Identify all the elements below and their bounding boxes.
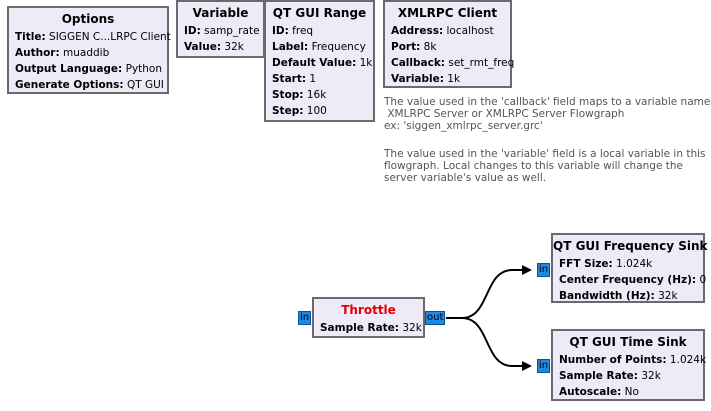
qt-gui-frequency-sink-block[interactable]: QT GUI Frequency Sink FFT Size: 1.024k C… [551, 233, 708, 303]
block-title: XMLRPC Client [397, 6, 498, 20]
throttle-in-port[interactable]: in [298, 311, 312, 325]
param-row: Value: 32k [184, 41, 244, 53]
param-row: ID: samp_rate [184, 25, 260, 37]
param-row: Default Value: 1k [272, 57, 373, 69]
wire-throttle-to-time-sink [446, 317, 532, 371]
param-row: Bandwidth (Hz): 32k [559, 290, 678, 302]
time-sink-in-port[interactable]: in [537, 359, 551, 373]
variable-note: The value used in the 'variable' field i… [384, 148, 706, 184]
block-title: Throttle [341, 303, 396, 317]
param-row: Center Frequency (Hz): 0 [559, 274, 707, 286]
block-title: QT GUI Frequency Sink [553, 239, 708, 253]
param-row: FFT Size: 1.024k [559, 258, 653, 270]
freq-sink-in-port[interactable]: in [537, 263, 551, 277]
param-row: Sample Rate: 32k [320, 322, 422, 334]
block-title: QT GUI Range [272, 6, 367, 20]
param-row: Start: 1 [272, 73, 317, 85]
param-row: Variable: 1k [391, 73, 461, 85]
param-row: Port: 8k [391, 41, 437, 53]
param-row: Author: muaddib [15, 47, 110, 59]
param-row: Title: SIGGEN C...LRPC Client [15, 31, 171, 43]
param-row: Step: 100 [272, 105, 327, 117]
param-row: Address: localhost [391, 25, 494, 37]
callback-note: The value used in the 'callback' field m… [384, 96, 711, 132]
throttle-block[interactable]: Throttle Sample Rate: 32k [312, 297, 425, 338]
xmlrpc-client-block[interactable]: XMLRPC Client Address: localhost Port: 8… [383, 0, 515, 88]
wire-throttle-to-freq-sink [446, 265, 532, 319]
param-row: ID: freq [272, 25, 314, 37]
block-title: Options [61, 12, 115, 26]
block-title: QT GUI Time Sink [569, 335, 687, 349]
param-row: Autoscale: No [559, 386, 639, 398]
param-row: Generate Options: QT GUI [15, 79, 164, 91]
param-row: Label: Frequency [272, 41, 366, 53]
param-row: Output Language: Python [15, 63, 163, 75]
options-block[interactable]: Options Title: SIGGEN C...LRPC Client Au… [7, 6, 171, 94]
qt-gui-range-block[interactable]: QT GUI Range ID: freq Label: Frequency D… [264, 0, 375, 122]
param-row: Sample Rate: 32k [559, 370, 661, 382]
block-title: Variable [192, 6, 249, 20]
param-row: Stop: 16k [272, 89, 327, 101]
qt-gui-time-sink-block[interactable]: QT GUI Time Sink Number of Points: 1.024… [551, 329, 707, 401]
param-row: Callback: set_rmt_freq [391, 57, 515, 69]
param-row: Number of Points: 1.024k [559, 354, 707, 366]
throttle-out-port[interactable]: out [425, 311, 446, 325]
